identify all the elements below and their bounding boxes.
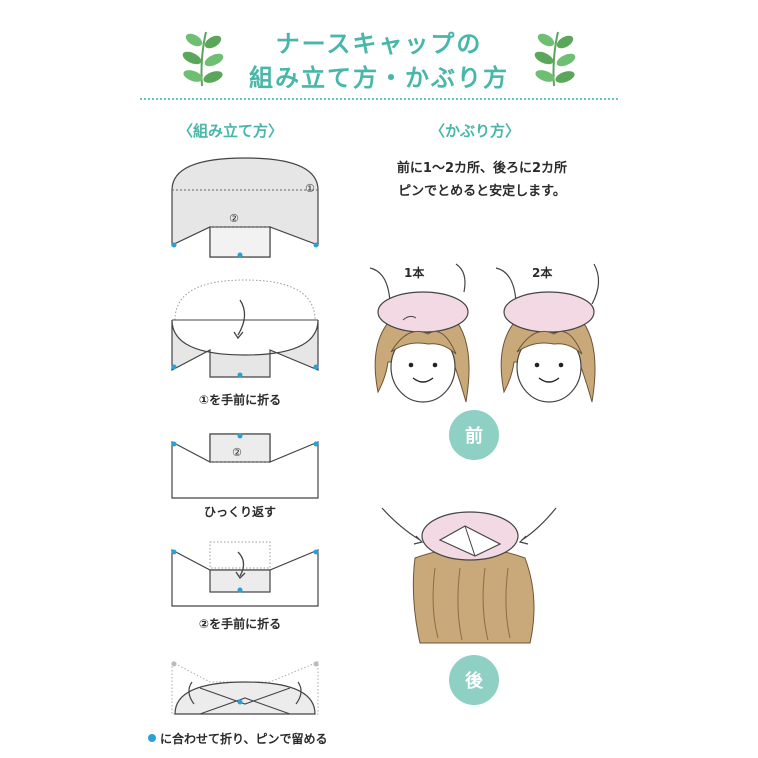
page-title-line2: 組み立て方・かぶり方: [249, 64, 509, 92]
leaf-right-icon: [534, 31, 576, 87]
step3-caption: ひっくり返す: [203, 505, 276, 519]
assembly-heading: 〈組み立て方〉: [178, 122, 284, 140]
step5-diagram: [171, 661, 319, 715]
back-badge: 後: [449, 655, 499, 705]
blue-dot-icon: [148, 734, 156, 742]
title-divider: [140, 98, 618, 100]
step4-caption: ②を手前に折る: [198, 617, 282, 631]
front-badge: 前: [449, 410, 499, 460]
wearing-desc-line1: 前に1〜2カ所、後ろに2カ所: [396, 161, 568, 176]
front-head-one-pin: [369, 263, 470, 403]
fold-mark-1: ①: [305, 182, 315, 195]
fold-mark-2: ②: [229, 212, 239, 225]
page-title-line1: ナースキャップの: [275, 30, 483, 58]
back-head-diagram: [381, 507, 557, 644]
fold-mark-2b: ②: [232, 446, 242, 459]
front-head-two-pins: [495, 263, 600, 403]
pin-count-front-2: 2本: [532, 266, 553, 280]
step1-diagram: [171, 157, 319, 258]
pin-count-front-1: 1本: [404, 266, 425, 280]
step4-diagram: [171, 541, 319, 607]
wearing-heading: 〈かぶり方〉: [430, 122, 521, 140]
step2-caption: ①を手前に折る: [198, 393, 282, 407]
wearing-desc-line2: ピンでとめると安定します。: [398, 184, 566, 199]
assembly-legend: に合わせて折り、ピンで留める: [160, 732, 328, 746]
leaf-left-icon: [182, 31, 224, 87]
step2-diagram: [171, 279, 319, 378]
step3-diagram: [171, 433, 319, 499]
